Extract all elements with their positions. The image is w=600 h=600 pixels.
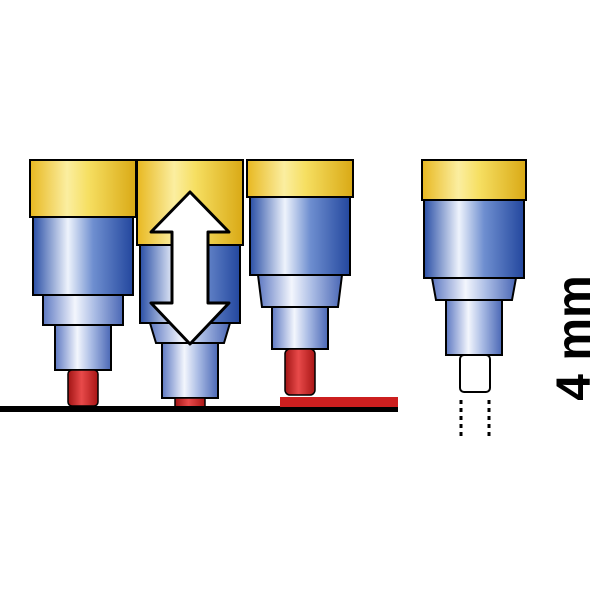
- marker-4-ferrule-upper: [430, 277, 518, 301]
- marker-3-ferrule-lower: [271, 306, 329, 350]
- ground-line: [0, 406, 398, 412]
- marker-3-barrel: [246, 159, 354, 198]
- ink-line: [280, 397, 398, 407]
- marker-4-collar: [423, 199, 525, 279]
- marker-3-ferrule-upper: [256, 274, 344, 308]
- marker-4: [421, 159, 527, 440]
- marker-1-ferrule-lower: [54, 324, 112, 371]
- marker-1-barrel: [29, 159, 137, 218]
- marker-1: [29, 159, 137, 407]
- marker-4-tip-outline: [459, 354, 491, 393]
- marker-2: [136, 159, 244, 408]
- marker-2-tip: [174, 397, 206, 408]
- double-arrow-vertical-icon: [149, 190, 231, 346]
- tip-size-label: 4 mm: [548, 275, 600, 400]
- marker-1-tip: [67, 369, 99, 407]
- marker-3: [246, 159, 354, 396]
- marker-1-collar: [32, 216, 134, 296]
- marker-3-tip: [284, 348, 316, 396]
- marker-2-ferrule-lower: [161, 342, 219, 399]
- marker-4-ferrule-lower: [445, 299, 503, 356]
- marker-1-ferrule-upper: [42, 294, 124, 326]
- marker-4-barrel: [421, 159, 527, 201]
- marker-3-collar: [249, 196, 351, 276]
